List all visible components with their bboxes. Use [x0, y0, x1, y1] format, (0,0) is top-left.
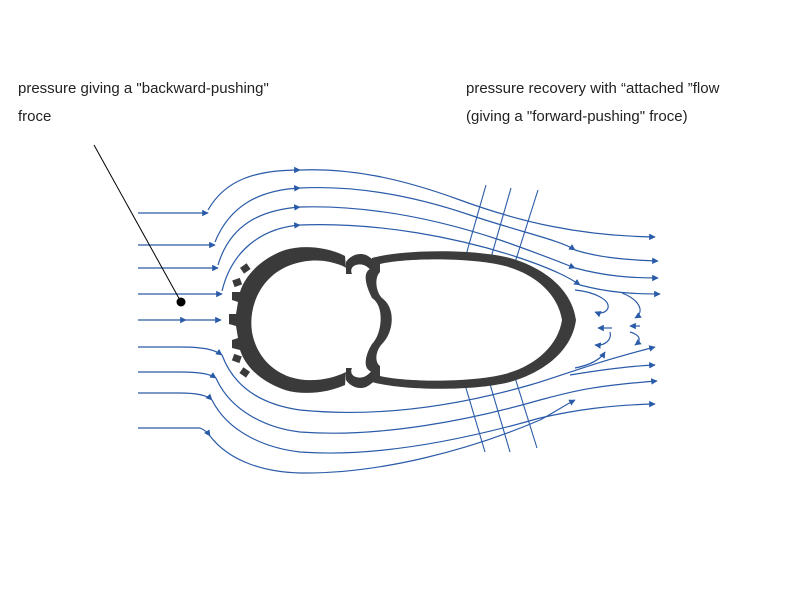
streamline-top-4b	[221, 222, 301, 292]
tread-knob-3	[231, 353, 242, 364]
pressure-arrow-top-1	[462, 184, 487, 263]
tread-knob-2	[232, 277, 243, 288]
streamline-bot-2	[138, 371, 217, 379]
streamline-top-3b	[217, 204, 301, 266]
streamline-top-3c	[299, 206, 576, 269]
callout-line	[93, 144, 182, 303]
tire-shape	[229, 247, 346, 393]
wake-loop-1	[574, 289, 609, 318]
pressure-arrow-bot-2	[485, 373, 511, 453]
streamline-bot-5	[574, 351, 606, 369]
streamline-top-4d	[579, 284, 661, 298]
streamline-bot-3b	[211, 399, 656, 454]
streamline-bot-3	[138, 392, 213, 401]
streamline-top-3d	[574, 267, 659, 282]
callout-dot	[176, 297, 186, 307]
streamline-top-1c	[299, 169, 656, 241]
backward-pressure-label-line2: froce	[18, 108, 52, 125]
rim-inner-cavity	[376, 259, 562, 381]
streamline-top-1b	[207, 166, 301, 211]
bead-hook-bottom	[346, 368, 378, 389]
wake-loop-2	[594, 331, 611, 349]
pressure-recovery-label-line2: (giving a "forward-pushing" froce)	[466, 108, 688, 125]
backward-pressure-label-line1: pressure giving a "backward-pushing"	[18, 80, 269, 97]
pressure-arrow-bot-1	[461, 377, 486, 453]
streamline-top-2b	[214, 185, 301, 243]
tread-knob-4	[239, 367, 250, 378]
streamline-bot-4b	[209, 399, 576, 474]
streamline-top-2c	[299, 186, 576, 251]
backward-pressure-label: pressure giving a "backward-pushing" froc…	[18, 75, 269, 131]
wake-loop-3	[621, 292, 642, 319]
pressure-arrows	[461, 184, 539, 453]
pressure-recovery-label-line1: pressure recovery with “attached ”flow	[466, 80, 720, 97]
rim-cross-section	[365, 251, 576, 389]
streamline-bot-5b	[569, 361, 656, 376]
streamlines-top	[138, 166, 661, 298]
streamline-top-4c	[299, 224, 581, 286]
tire-cross-section	[229, 247, 378, 393]
streamline-top-2d	[574, 249, 659, 265]
wake-vortices	[574, 289, 642, 349]
streamline-bot-1	[138, 346, 223, 356]
streamlines-bottom	[138, 316, 658, 474]
wake-loop-4	[629, 331, 642, 346]
pressure-recovery-label: pressure recovery with “attached ”flow (g…	[466, 75, 719, 131]
streamline-bot-1b	[221, 345, 656, 413]
pressure-arrow-bot-3	[510, 367, 538, 449]
pressure-arrow-top-3	[510, 189, 539, 273]
streamline-bot-2b	[215, 377, 658, 434]
callout	[93, 144, 186, 307]
streamline-bot-4	[138, 427, 211, 437]
tread-knob-1	[240, 263, 251, 274]
